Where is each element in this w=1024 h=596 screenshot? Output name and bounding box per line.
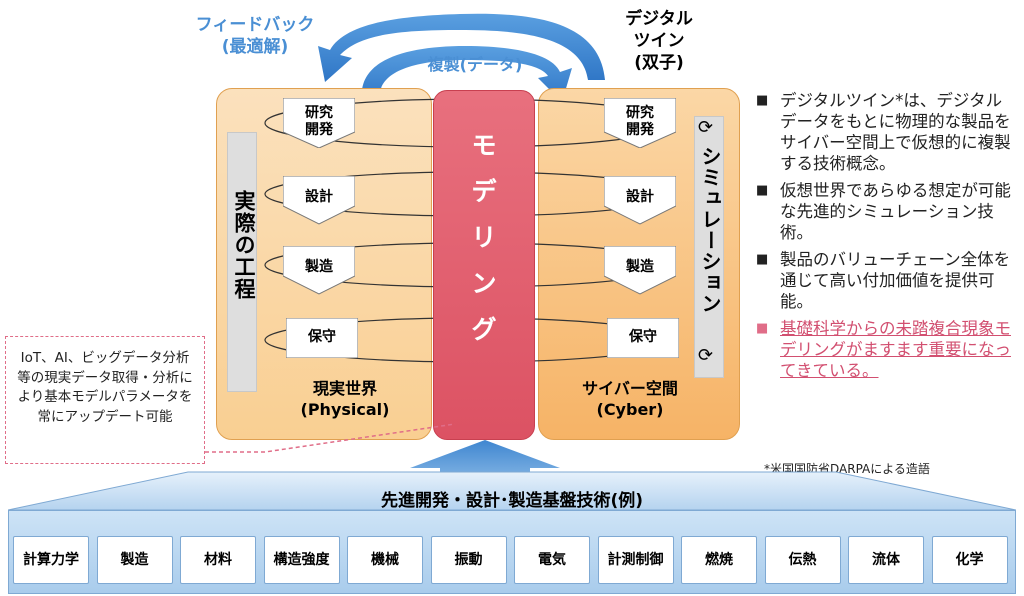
replication-label: 複製(データ) (405, 54, 545, 76)
tech-item: 伝熱 (764, 536, 841, 584)
bullet-highlight-text: 基礎科学からの未踏複合現象モデリングがますます重要になってきている。 (780, 319, 1011, 380)
digital-twin-line2: ツイン (633, 31, 685, 51)
physical-label-line1: 現実世界 (312, 379, 377, 398)
tech-item: 振動 (430, 536, 507, 584)
left-step-maintenance-label: 保守 (308, 329, 336, 345)
right-step-rd-label: 研究 開発 (626, 105, 654, 138)
cyber-label-line2: (Cyber) (596, 400, 664, 419)
digital-twin-label: デジタル ツイン (双子) (614, 8, 704, 74)
tech-item: 化学 (931, 536, 1008, 584)
right-step-rd: 研究 開発 (604, 98, 676, 148)
tech-item: 電気 (514, 536, 590, 584)
feedback-text: フィードバック (195, 15, 315, 35)
actual-process-label: 実際の工程 (232, 190, 256, 300)
digital-twin-line1: デジタル (625, 9, 693, 29)
tech-item: 燃焼 (681, 536, 757, 584)
physical-label-line2: (Physical) (300, 400, 390, 419)
cyber-label: サイバー空間 (Cyber) (555, 378, 705, 420)
tech-item: 計測制御 (597, 536, 674, 584)
note-box: IoT、AI、ビッグデータ分析等の現実データ取得・分析により基本モデルパラメータ… (5, 336, 205, 464)
base-roof (8, 471, 1016, 511)
bullet-item: 製品のバリューチェーン全体を通じて高い付加価値を提供可能。 (752, 249, 1014, 312)
base-title: 先進開発・設計･製造基盤技術(例) (380, 491, 644, 511)
right-step-manufacture: 製造 (604, 246, 676, 296)
left-step-manufacture: 製造 (283, 246, 355, 296)
bullet-list: デジタルツイン*は、デジタルデータをもとに物理的な製品をサイバー空間上で仮想的に… (752, 90, 1014, 387)
bullet-item-highlight: 基礎科学からの未踏複合現象モデリングがますます重要になってきている。 (752, 318, 1014, 381)
actual-process-bar (227, 132, 257, 392)
tech-item: 機械 (347, 536, 423, 584)
note-connector (205, 423, 456, 453)
tech-item: 流体 (848, 536, 924, 584)
note-text: IoT、AI、ビッグデータ分析等の現実データ取得・分析により基本モデルパラメータ… (17, 350, 193, 425)
left-step-rd-label: 研究 開発 (305, 105, 333, 138)
tech-item: 計算力学 (13, 536, 89, 584)
left-step-rd: 研究 開発 (283, 98, 355, 148)
simulation-label: シミュレーション (698, 146, 722, 314)
digital-twin-line3: (双子) (634, 53, 684, 73)
cyber-label-line1: サイバー空間 (582, 379, 678, 398)
bullet-item: 仮想世界であらゆる想定が可能な先進的シミュレーション技術。 (752, 180, 1014, 243)
cycle-icon-bottom: ⟳ (698, 345, 714, 366)
left-step-design-label: 設計 (305, 189, 333, 205)
left-step-maintenance: 保守 (286, 318, 358, 358)
feedback-arrows (318, 13, 605, 102)
feedback-subtext: (最適解) (221, 37, 289, 57)
right-step-manufacture-label: 製造 (626, 259, 654, 275)
left-step-manufacture-label: 製造 (305, 259, 333, 275)
right-step-design: 設計 (604, 176, 676, 226)
bullet-item: デジタルツイン*は、デジタルデータをもとに物理的な製品をサイバー空間上で仮想的に… (752, 90, 1014, 174)
modeling-column: モデリング (433, 90, 535, 440)
right-step-maintenance: 保守 (607, 318, 679, 358)
tech-item: 材料 (180, 536, 256, 584)
right-step-design-label: 設計 (626, 189, 654, 205)
feedback-label: フィードバック (最適解) (180, 14, 330, 58)
replication-text: 複製(データ) (427, 55, 523, 74)
tech-item: 構造強度 (263, 536, 340, 584)
right-step-maintenance-label: 保守 (629, 329, 657, 345)
left-step-design: 設計 (283, 176, 355, 226)
cycle-icon-top: ⟳ (698, 117, 714, 138)
simulation-bar (694, 116, 724, 378)
tech-item: 製造 (96, 536, 173, 584)
modeling-label: モデリング (471, 131, 497, 344)
physical-label: 現実世界 (Physical) (270, 378, 420, 420)
